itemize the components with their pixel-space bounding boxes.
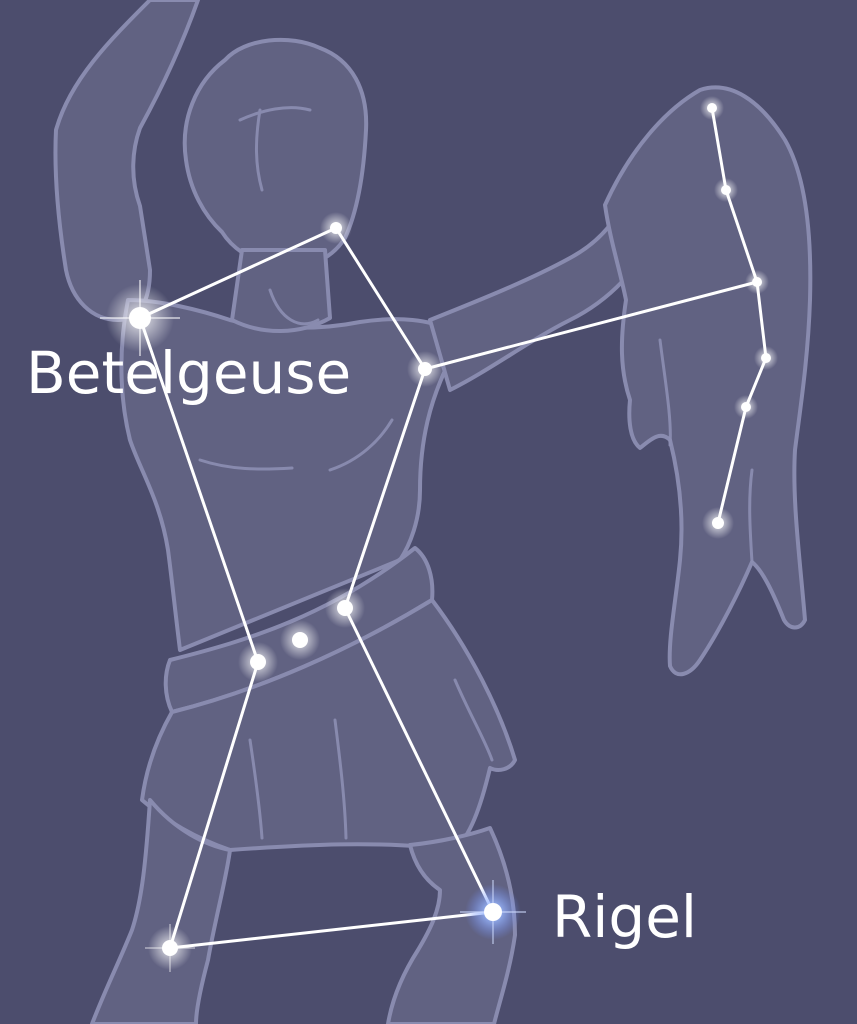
star-belt-2 <box>280 620 320 660</box>
label-betelgeuse: Betelgeuse <box>26 339 352 407</box>
star-shield-3 <box>745 270 769 294</box>
star-saiph <box>145 924 195 972</box>
star-head <box>320 212 352 244</box>
line-betelgeuse-belt <box>138 316 260 664</box>
lion-pelt <box>603 85 813 677</box>
line-belt-saiph <box>168 660 260 950</box>
label-rigel: Rigel <box>552 883 698 951</box>
line-bellatrix-arm <box>423 280 759 371</box>
star-shield-5 <box>734 395 758 419</box>
stars <box>100 96 778 972</box>
star-rigel <box>460 880 526 944</box>
left-leg <box>90 798 232 1024</box>
line-head-bellatrix <box>334 226 427 371</box>
star-belt-3 <box>325 588 365 628</box>
neck <box>230 248 332 333</box>
star-bellatrix <box>407 351 443 387</box>
constellation-lines <box>138 106 768 950</box>
star-shield-2 <box>714 178 738 202</box>
line-belt-rigel <box>343 606 495 914</box>
hunter-figure <box>53 0 813 1024</box>
star-shield-6 <box>702 507 734 539</box>
star-betelgeuse <box>100 280 180 356</box>
star-shield-1 <box>700 96 724 120</box>
star-shield-4 <box>754 346 778 370</box>
star-belt-1 <box>238 642 278 682</box>
line-bellatrix-belt <box>343 367 427 610</box>
head <box>182 37 369 270</box>
figure-details <box>198 106 754 840</box>
raised-arm <box>53 0 200 322</box>
right-leg <box>386 826 517 1024</box>
line-betelgeuse-head <box>138 226 338 320</box>
line-saiph-rigel <box>168 910 495 950</box>
line-shield <box>710 106 768 525</box>
